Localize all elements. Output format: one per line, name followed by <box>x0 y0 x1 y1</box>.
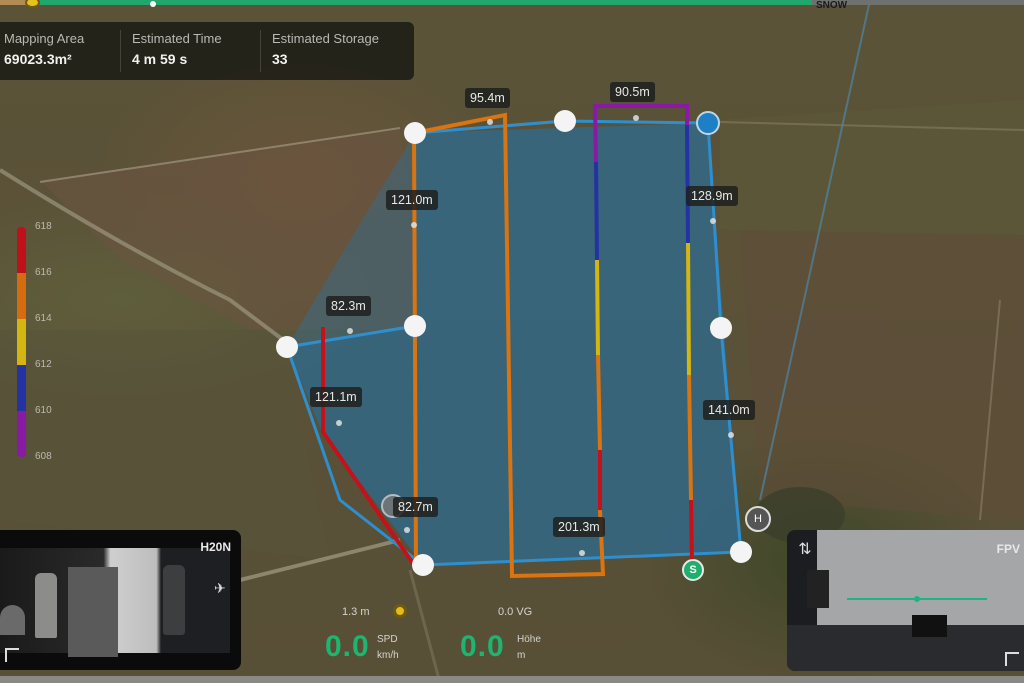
legend-label: 612 <box>35 359 52 370</box>
camera-object <box>0 605 25 635</box>
altitude-legend-bar <box>17 227 26 457</box>
fpv-label: FPV <box>996 542 1020 556</box>
distance-readout: 1.3 m <box>342 606 370 618</box>
gps-signal-icon <box>393 604 407 618</box>
height-label: Höhe <box>517 634 541 645</box>
height-value: 0.0 <box>460 630 505 663</box>
aircraft-position-marker-icon <box>25 0 40 8</box>
fpv-scene <box>817 530 1024 625</box>
speed-label: SPD <box>377 634 398 645</box>
mission-stats-panel: Mapping Area 69023.3m² Estimated Time 4 … <box>0 22 414 80</box>
altitude-legend: 618 616 614 612 610 608 <box>17 221 67 462</box>
expand-corner-icon[interactable] <box>5 648 19 662</box>
legend-label: 608 <box>35 451 52 462</box>
estimated-storage-value: 33 <box>272 51 288 67</box>
fpv-camera-feed[interactable]: FPV ⇅ <box>787 530 1024 671</box>
start-point-marker[interactable]: S <box>682 559 704 581</box>
dimension-label-left-upper: 121.0m <box>386 190 438 210</box>
dimension-label-bottom: 201.3m <box>553 517 605 537</box>
mission-progress-bar <box>0 0 1024 8</box>
legend-label: 610 <box>35 405 52 416</box>
expand-corner-icon[interactable] <box>1005 652 1019 666</box>
camera-object <box>68 567 118 657</box>
legend-label: 614 <box>35 313 52 324</box>
vertical-speed-readout: 0.0 VG <box>498 606 533 618</box>
camera-object <box>163 565 185 635</box>
estimated-time-label: Estimated Time <box>132 31 222 46</box>
height-unit: m <box>517 650 526 661</box>
dimension-label-top-right: 90.5m <box>610 82 655 102</box>
dimension-label-right-upper: 128.9m <box>686 186 738 206</box>
fpv-object <box>912 615 947 637</box>
progress-label: SNOW <box>816 0 848 11</box>
dimension-label-right-lower: 141.0m <box>703 400 755 420</box>
mapping-area-label: Mapping Area <box>4 31 85 46</box>
progress-dot <box>150 1 156 7</box>
dimension-label-top-left: 95.4m <box>465 88 510 108</box>
dimension-label-bottom-left: 82.7m <box>393 497 438 517</box>
bottom-strip <box>0 676 1024 683</box>
dimension-label-left-lower: 121.1m <box>310 387 362 407</box>
stat-estimated-storage: Estimated Storage 33 <box>260 22 410 80</box>
speed-unit: km/h <box>377 650 399 661</box>
swap-icon[interactable]: ⇅ <box>798 541 812 558</box>
aircraft-icon: ✈ <box>214 580 226 596</box>
mapping-area-value: 69023.3m² <box>4 51 72 67</box>
legend-label: 618 <box>35 221 52 232</box>
progress-fill <box>0 0 812 5</box>
progress-start-segment <box>0 0 34 5</box>
estimated-storage-label: Estimated Storage <box>272 31 379 46</box>
legend-label: 616 <box>35 267 52 278</box>
speed-value: 0.0 <box>325 630 370 663</box>
fpv-object <box>807 570 829 608</box>
dimension-label-left-middle: 82.3m <box>326 296 371 316</box>
main-camera-label: H20N <box>200 540 231 554</box>
estimated-time-value: 4 m 59 s <box>132 51 188 67</box>
stat-estimated-time: Estimated Time 4 m 59 s <box>120 22 260 80</box>
home-point-icon[interactable]: H <box>745 506 771 532</box>
stat-mapping-area: Mapping Area 69023.3m² <box>0 22 120 80</box>
camera-object <box>35 573 57 638</box>
horizon-center-dot <box>914 596 920 602</box>
main-camera-feed[interactable]: H20N ✈ <box>0 530 241 670</box>
fpv-floor <box>787 625 1024 671</box>
